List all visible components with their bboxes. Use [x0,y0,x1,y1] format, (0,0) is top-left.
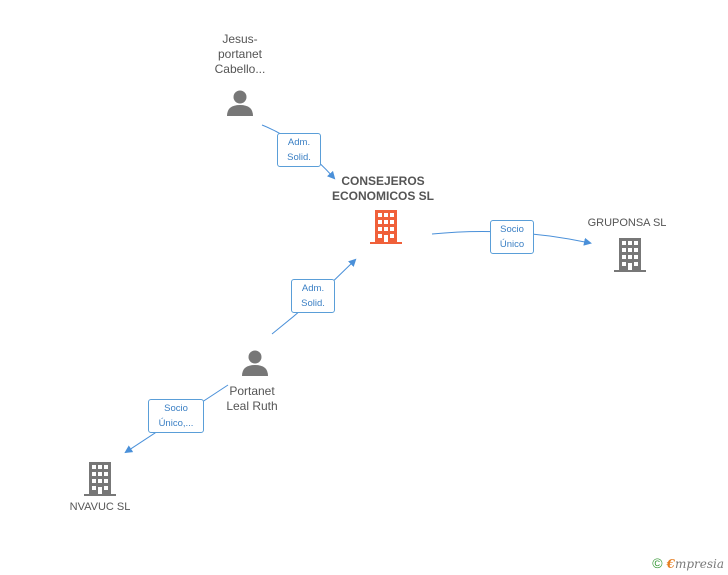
building-icon[interactable] [84,460,116,496]
brand-footer: ©€mpresia [652,555,724,571]
building-icon-main[interactable] [370,208,402,244]
company-label-consejeros[interactable]: CONSEJEROS ECONOMICOS SL [331,174,434,203]
person-label-portanet[interactable]: Portanet Leal Ruth [226,384,278,413]
company-label-nvavuc[interactable]: NVAVUC SL [69,501,131,513]
edge-label-adm-solid: Adm. Solid. [291,279,335,313]
person-icon[interactable] [240,348,270,378]
edge-label-socio-unico: Socio Único [490,220,534,254]
empresia-logo-e: € [666,557,675,571]
edge-label-socio-unico: Socio Único,... [148,399,204,433]
empresia-logo-text: mpresia [674,557,724,571]
person-label-jesus[interactable]: Jesus- portanet Cabello... [214,32,266,76]
copyright-symbol: © [652,555,663,571]
company-label-gruponsa[interactable]: GRUPONSA SL [587,217,667,229]
edge-label-adm-solid: Adm. Solid. [277,133,321,167]
building-icon[interactable] [614,236,646,272]
person-icon[interactable] [225,88,255,118]
